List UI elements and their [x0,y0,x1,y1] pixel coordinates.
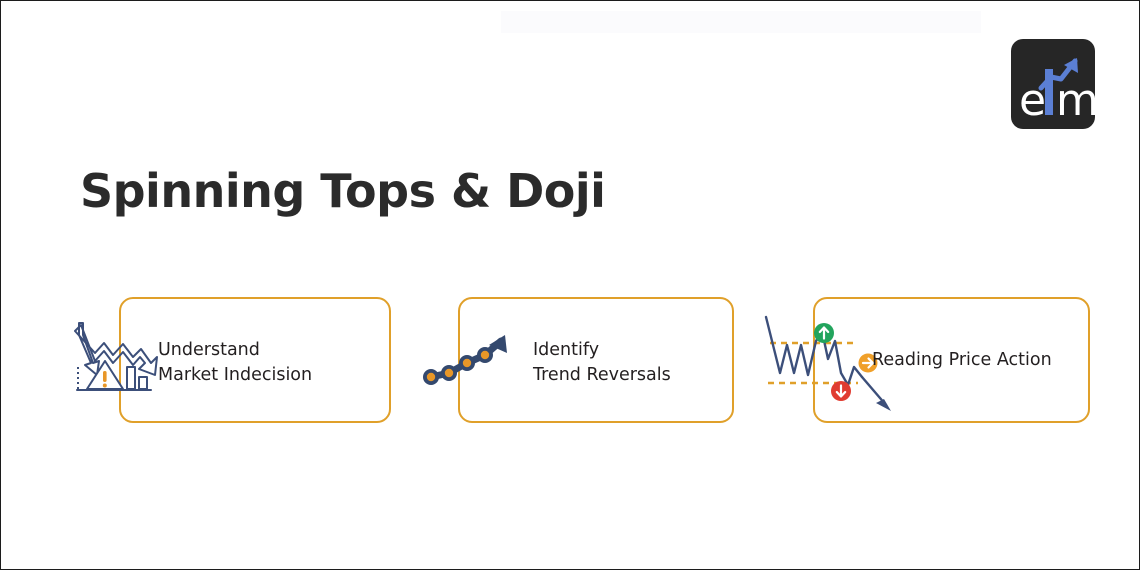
cards-row [1,297,1139,427]
top-band [501,11,981,33]
logo-letter-l-bar [1045,69,1053,115]
sell-signal-icon [831,381,851,401]
trend-dot-group [423,347,493,385]
page-title: Spinning Tops & Doji [80,164,606,218]
card-label-identify-trend-reversals: Identify Trend Reversals [533,340,671,386]
buy-signal-icon [814,323,834,343]
declining-trend-warning-icon [71,317,159,404]
card-identify-trend-reversals[interactable] [458,297,734,423]
continuation-signal-icon [858,353,878,373]
rising-trend-dots-icon [421,331,513,392]
card-understand-market-indecision[interactable] [119,297,391,423]
price-action-zigzag-icon [758,311,898,420]
card-reading-price-action[interactable] [813,297,1090,423]
card-label-understand-market-indecision: Understand Market Indecision [158,340,313,386]
descending-arrowhead-icon [876,399,891,411]
rising-arrowhead-icon [489,335,507,353]
elm-logo[interactable]: e m [1011,39,1095,129]
logo-arrowhead-icon [1064,58,1078,73]
logo-letter-m: m [1056,75,1095,126]
card-label-reading-price-action: Reading Price Action [872,350,1052,370]
logo-letter-e: e [1019,75,1046,126]
